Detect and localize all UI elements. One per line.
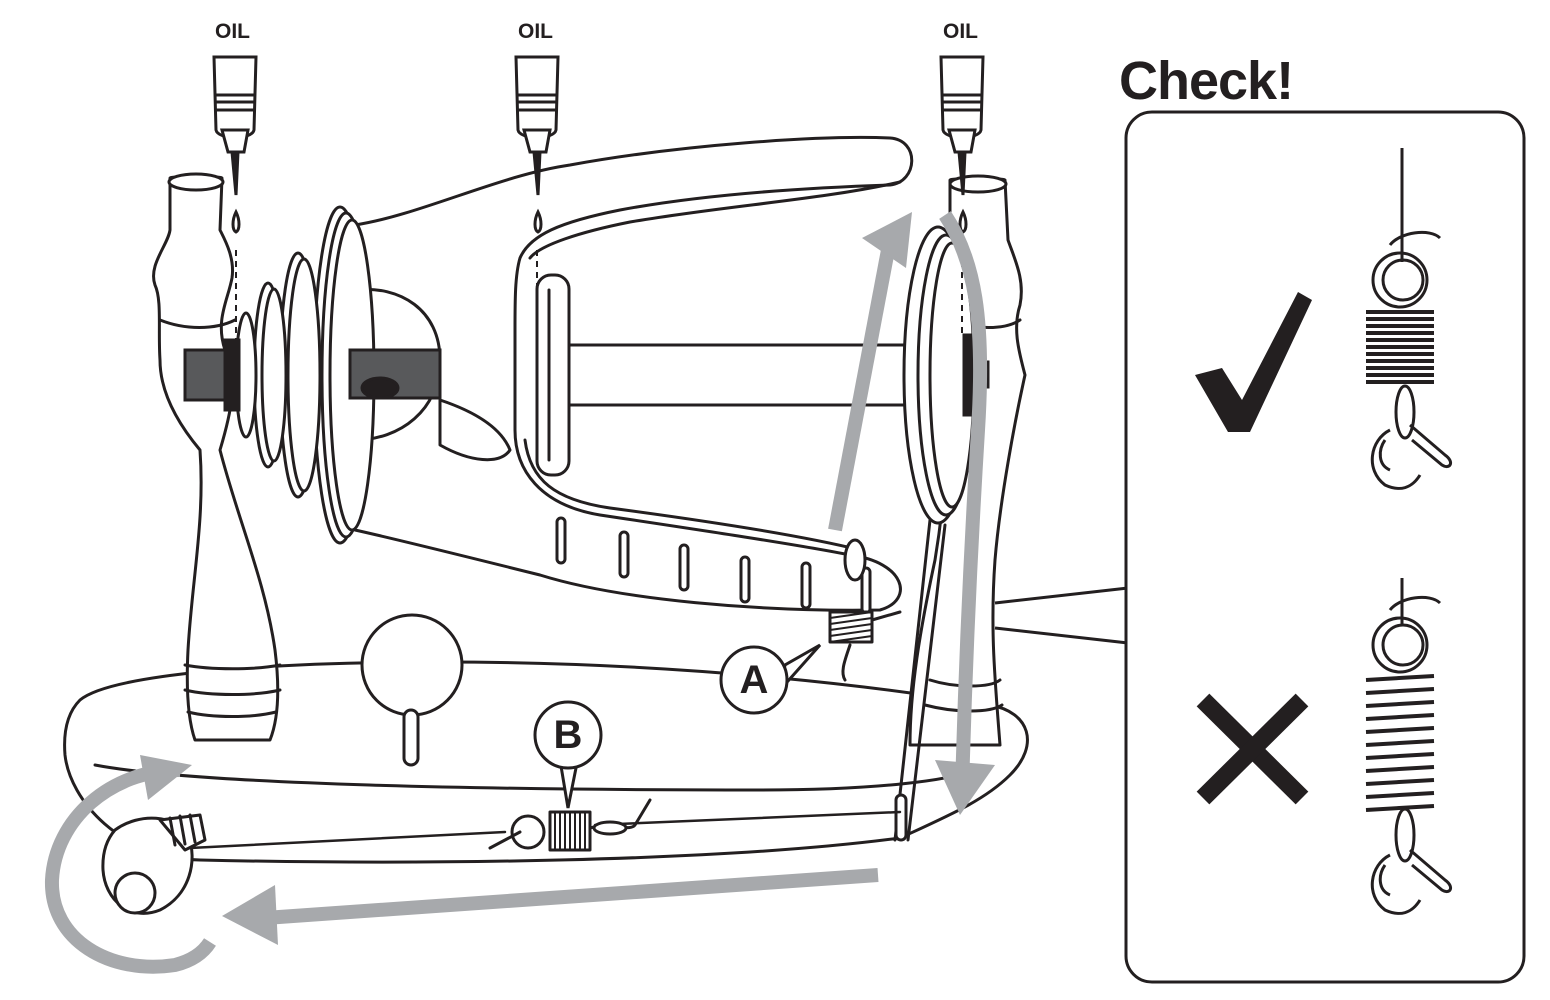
oil-can-right: [939, 55, 985, 234]
base-top-edge: [93, 763, 977, 792]
motion-arrows: [44, 211, 988, 974]
oil-can-middle: [514, 55, 560, 234]
footman-rod: [893, 518, 932, 842]
circular-arrow: [44, 763, 216, 974]
left-upright-top: [167, 172, 225, 192]
left-upright: [152, 175, 280, 742]
incorrect-spring-icon: [1365, 578, 1453, 915]
oil-label-left: OIL: [215, 20, 250, 43]
correct-checkmark-icon: [1195, 292, 1312, 432]
oil-label-right: OIL: [943, 20, 978, 43]
flyer-arm: [353, 135, 914, 612]
down-arrow-shaft: [939, 211, 988, 791]
arrow-heads: [140, 212, 995, 945]
drive-band: [188, 830, 507, 850]
callout-a-bubble: [719, 643, 822, 715]
tension-knob: [360, 613, 464, 717]
callout-a-label: A: [739, 658, 769, 702]
check-panel: [1124, 110, 1526, 984]
incorrect-cross-icon: [1196, 693, 1309, 805]
oil-can-left: [212, 55, 258, 234]
check-title: Check!: [1119, 51, 1294, 111]
correct-spring-icon: [1366, 148, 1453, 490]
flyer-hooks: [555, 516, 872, 615]
spring-a: [828, 538, 902, 682]
oil-label-middle: OIL: [518, 20, 553, 43]
check-connector: [994, 586, 1129, 645]
callout-b-label: B: [553, 713, 583, 757]
up-arrow-shaft: [828, 248, 895, 532]
spring-b: [488, 798, 652, 852]
right-upright-top: [948, 174, 1008, 194]
bottom-arrow-shaft: [264, 868, 879, 925]
callout-b-bubble: [533, 700, 603, 809]
bobbin-front-flange: [535, 273, 571, 477]
